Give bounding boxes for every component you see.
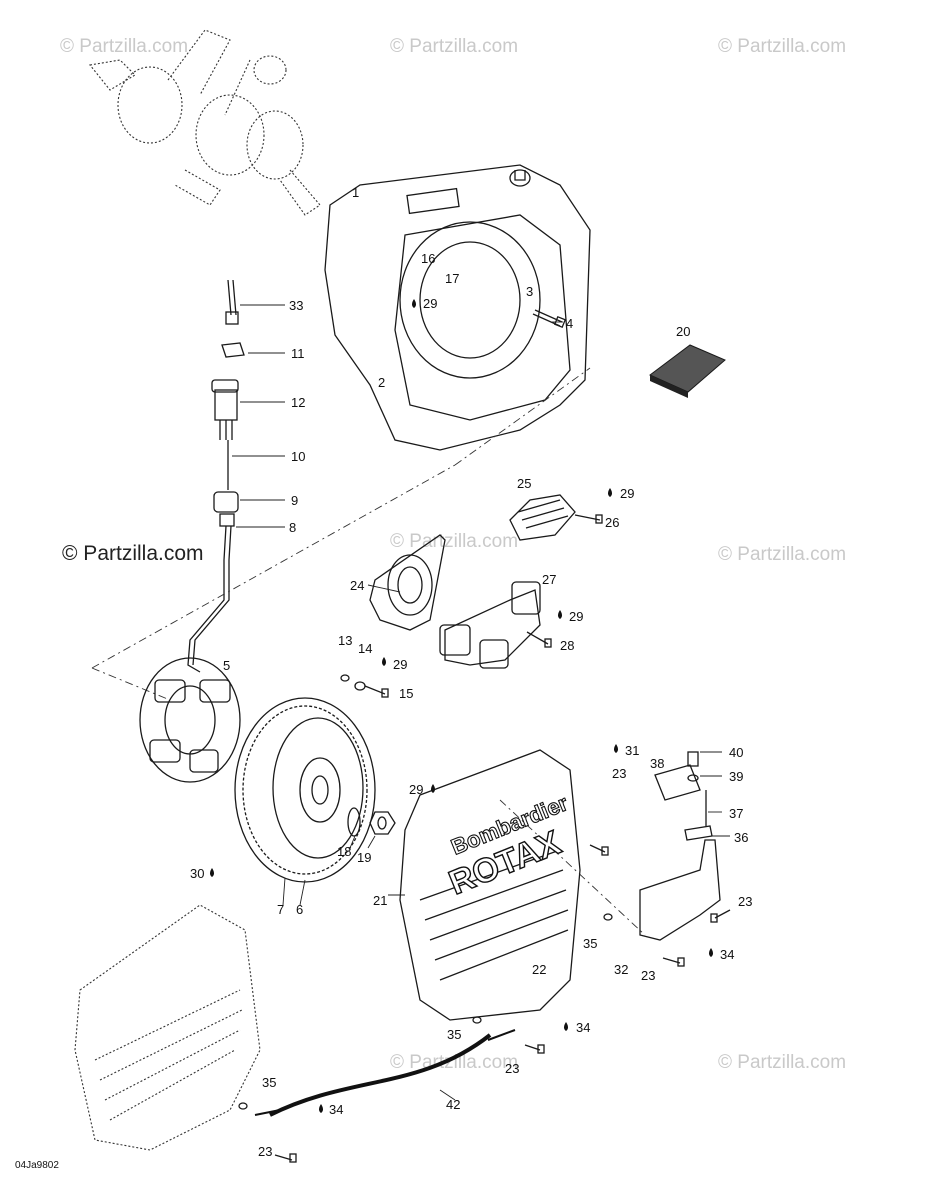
callout: 37 xyxy=(729,806,743,821)
callout: 2 xyxy=(378,375,385,390)
callout: 16 xyxy=(421,251,435,266)
drawing-code: 04Ja9802 xyxy=(15,1160,59,1171)
callout: 17 xyxy=(445,271,459,286)
flywheel-illustration xyxy=(234,697,376,883)
callout: 24 xyxy=(350,578,364,593)
ghost-cover-illustration xyxy=(74,904,261,1151)
callout: 3 xyxy=(526,284,533,299)
callout: 1 xyxy=(352,185,359,200)
gasket-block-illustration xyxy=(649,344,726,398)
callout: 20 xyxy=(676,324,690,339)
callout: 29 xyxy=(569,609,583,624)
callout: 35 xyxy=(447,1027,461,1042)
watermark: © Partzilla.com xyxy=(718,1052,846,1073)
callout: 21 xyxy=(373,893,387,908)
watermark-strong: © Partzilla.com xyxy=(62,542,204,565)
leader-lines xyxy=(232,304,730,1101)
ground-cable-illustration xyxy=(254,1029,516,1117)
bolt-illustration xyxy=(532,309,567,329)
lubrication-drop-icons xyxy=(210,299,713,1113)
callout: 10 xyxy=(291,449,305,464)
callout: 23 xyxy=(738,894,752,909)
callout: 11 xyxy=(291,346,305,361)
alignment-lines xyxy=(91,367,646,936)
watermark: © Partzilla.com xyxy=(390,531,518,552)
callout: 38 xyxy=(650,756,664,771)
watermark: © Partzilla.com xyxy=(390,1052,518,1073)
callout: 32 xyxy=(614,962,628,977)
callout: 23 xyxy=(641,968,655,983)
callout: 35 xyxy=(262,1075,276,1090)
watermark: © Partzilla.com xyxy=(390,36,518,57)
stator-illustration xyxy=(139,657,241,783)
drop-icon xyxy=(564,1022,568,1031)
watermarks: © Partzilla.com © Partzilla.com © Partzi… xyxy=(60,36,846,1073)
drop-icon xyxy=(709,948,713,957)
callout: 30 xyxy=(190,866,204,881)
magneto-cover-illustration xyxy=(399,749,581,1021)
drop-icon xyxy=(608,488,612,497)
callout: 6 xyxy=(296,902,303,917)
trigger-plate-illustration xyxy=(369,534,446,631)
callout: 28 xyxy=(560,638,574,653)
callout: 25 xyxy=(517,476,531,491)
callout: 29 xyxy=(393,657,407,672)
drop-icon xyxy=(412,299,416,308)
callout: 4 xyxy=(566,316,573,331)
callout: 34 xyxy=(329,1102,343,1117)
callout: 13 xyxy=(338,633,352,648)
callout: 18 xyxy=(337,844,351,859)
callout: 23 xyxy=(612,766,626,781)
callout-labels: 1 2 3 4 16 17 29 20 33 11 12 10 9 8 25 2… xyxy=(190,185,752,1159)
callout: 34 xyxy=(720,947,734,962)
callout: 7 xyxy=(277,902,284,917)
callout: 40 xyxy=(729,745,743,760)
callout: 5 xyxy=(223,658,230,673)
callout: 33 xyxy=(289,298,303,313)
callout: 29 xyxy=(409,782,423,797)
callout: 39 xyxy=(729,769,743,784)
watermark: © Partzilla.com xyxy=(60,36,188,57)
governor-spring-illustration xyxy=(509,494,603,541)
callout: 36 xyxy=(734,830,748,845)
bolt-23-illustrations xyxy=(238,844,731,1163)
callout: 27 xyxy=(542,572,556,587)
watermark: © Partzilla.com xyxy=(718,36,846,57)
drop-icon xyxy=(431,784,435,793)
callout: 14 xyxy=(358,641,372,656)
callout: 31 xyxy=(625,743,639,758)
callout: 9 xyxy=(291,493,298,508)
callout: 22 xyxy=(532,962,546,977)
crankshaft-illustration xyxy=(88,29,321,216)
callout: 15 xyxy=(399,686,413,701)
callout: 12 xyxy=(291,395,305,410)
callout: 29 xyxy=(620,486,634,501)
coil-assembly-illustration xyxy=(439,581,552,669)
drop-icon xyxy=(210,868,214,877)
watermark: © Partzilla.com xyxy=(718,544,846,565)
callout: 34 xyxy=(576,1020,590,1035)
callout: 35 xyxy=(583,936,597,951)
callout: 23 xyxy=(505,1061,519,1076)
bracket-illustration xyxy=(639,751,721,941)
sensor-assembly-illustration xyxy=(187,279,245,673)
fastener-illustration xyxy=(340,674,389,698)
crankcase-housing xyxy=(324,164,591,451)
drop-icon xyxy=(319,1104,323,1113)
nut-washer-illustration xyxy=(347,807,396,837)
callout: 42 xyxy=(446,1097,460,1112)
callout: 8 xyxy=(289,520,296,535)
drop-icon xyxy=(558,610,562,619)
callout: 29 xyxy=(423,296,437,311)
callout: 26 xyxy=(605,515,619,530)
callout: 23 xyxy=(258,1144,272,1159)
drop-icon xyxy=(382,657,386,666)
drop-icon xyxy=(614,744,618,753)
callout: 19 xyxy=(357,850,371,865)
